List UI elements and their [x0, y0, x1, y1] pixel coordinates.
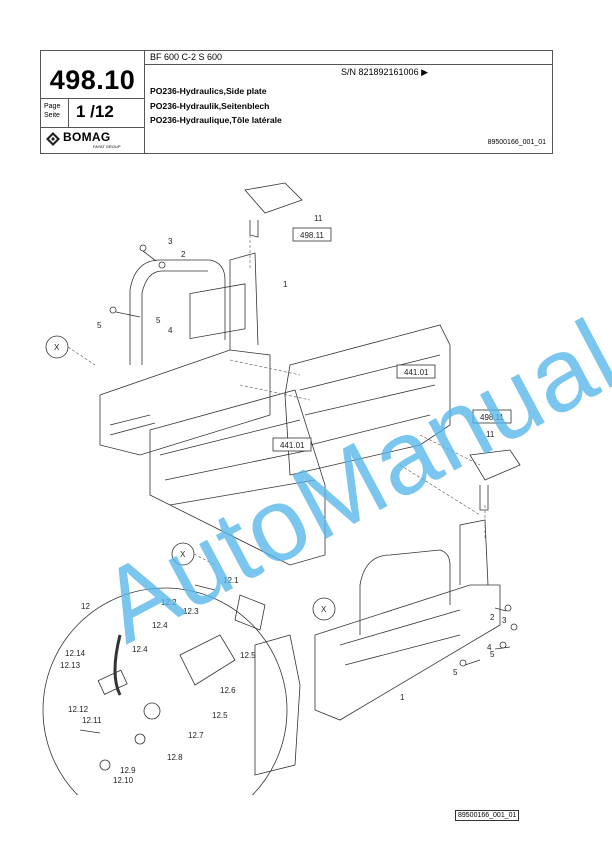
- callout: 12.10: [113, 776, 134, 785]
- footer-code: 89500166_001_01: [455, 810, 520, 821]
- callout: 12.4: [132, 645, 148, 654]
- callout: 12.12: [68, 705, 89, 714]
- title-block: BF 600 C-2 S 600 S/N 821892161006 ▶ 498.…: [40, 50, 553, 154]
- page-label-de: Seite: [44, 112, 60, 119]
- title-de: PO236-Hydraulik,Seitenblech: [150, 100, 270, 111]
- callout: 12.8: [167, 753, 183, 762]
- callout: 2: [181, 250, 186, 259]
- side-plate-left: [99, 349, 271, 456]
- callout: 4: [487, 643, 492, 652]
- serial-number: S/N 821892161006 ▶: [341, 67, 428, 77]
- callout: 1: [400, 693, 405, 702]
- page-label: Page Seite: [44, 102, 60, 120]
- detail-marker: X: [54, 343, 60, 352]
- brand-subtitle: FAYAT GROUP: [93, 144, 121, 149]
- callout: 12.11: [82, 716, 102, 725]
- callout: 12.7: [188, 731, 204, 740]
- callout: 12.6: [220, 686, 236, 695]
- divider: [144, 64, 552, 65]
- callout: 2: [490, 613, 495, 622]
- exploded-parts-drawing: 3 2 1 5 4 5 11 11 1 2 3 4 5 5 12 12.1 12…: [42, 182, 521, 795]
- callout: 1: [283, 280, 288, 289]
- callout: 11: [486, 430, 495, 439]
- title-en: PO236-Hydraulics,Side plate: [150, 86, 267, 96]
- callout: 5: [453, 668, 458, 677]
- ref-box: 498.11: [480, 413, 504, 422]
- divider: [41, 98, 144, 99]
- divider: [144, 51, 145, 153]
- page-label-en: Page: [44, 103, 61, 110]
- callout: 12.2: [161, 598, 177, 607]
- drawing-code: 89500166_001_01: [487, 139, 546, 146]
- callout: 12.13: [60, 661, 81, 670]
- brand-name: BOMAG: [63, 130, 111, 144]
- divider: [41, 127, 144, 128]
- callout: 12: [81, 602, 90, 611]
- divider: [68, 98, 69, 127]
- callout: 5: [490, 650, 495, 659]
- callout: 12.5: [212, 711, 228, 720]
- detail-marker: X: [180, 550, 186, 559]
- callout: 12.4: [152, 621, 168, 630]
- callout: 3: [168, 237, 173, 246]
- callout: 12.1: [223, 576, 239, 585]
- crossmember-right: [284, 324, 451, 476]
- title-fr: PO236-Hydraulique,Tôle latérale: [150, 115, 282, 125]
- callout: 12.14: [65, 649, 86, 658]
- doc-number: 498.10: [49, 65, 136, 95]
- callout: 12.9: [120, 766, 136, 775]
- callout: 5: [97, 321, 102, 330]
- ref-box: 498.11: [300, 231, 324, 240]
- callout: 5: [156, 316, 161, 325]
- page-number: 1 /12: [76, 102, 114, 121]
- callout: 11: [314, 214, 323, 223]
- detail-marker: X: [321, 605, 327, 614]
- callout: 12.3: [183, 607, 199, 616]
- ref-box: 441.01: [280, 441, 305, 450]
- callout: 12.5: [240, 651, 256, 660]
- title-list: PO236-Hydraulics,Side plate PO236-Hydrau…: [150, 84, 282, 128]
- side-plate-right: [314, 584, 501, 721]
- bomag-logo-icon: [46, 132, 60, 146]
- ref-box: 441.01: [404, 368, 429, 377]
- callout: 4: [168, 326, 173, 335]
- crossmember-left: [149, 389, 326, 566]
- model-label: BF 600 C-2 S 600: [150, 52, 223, 62]
- callout: 3: [502, 616, 507, 625]
